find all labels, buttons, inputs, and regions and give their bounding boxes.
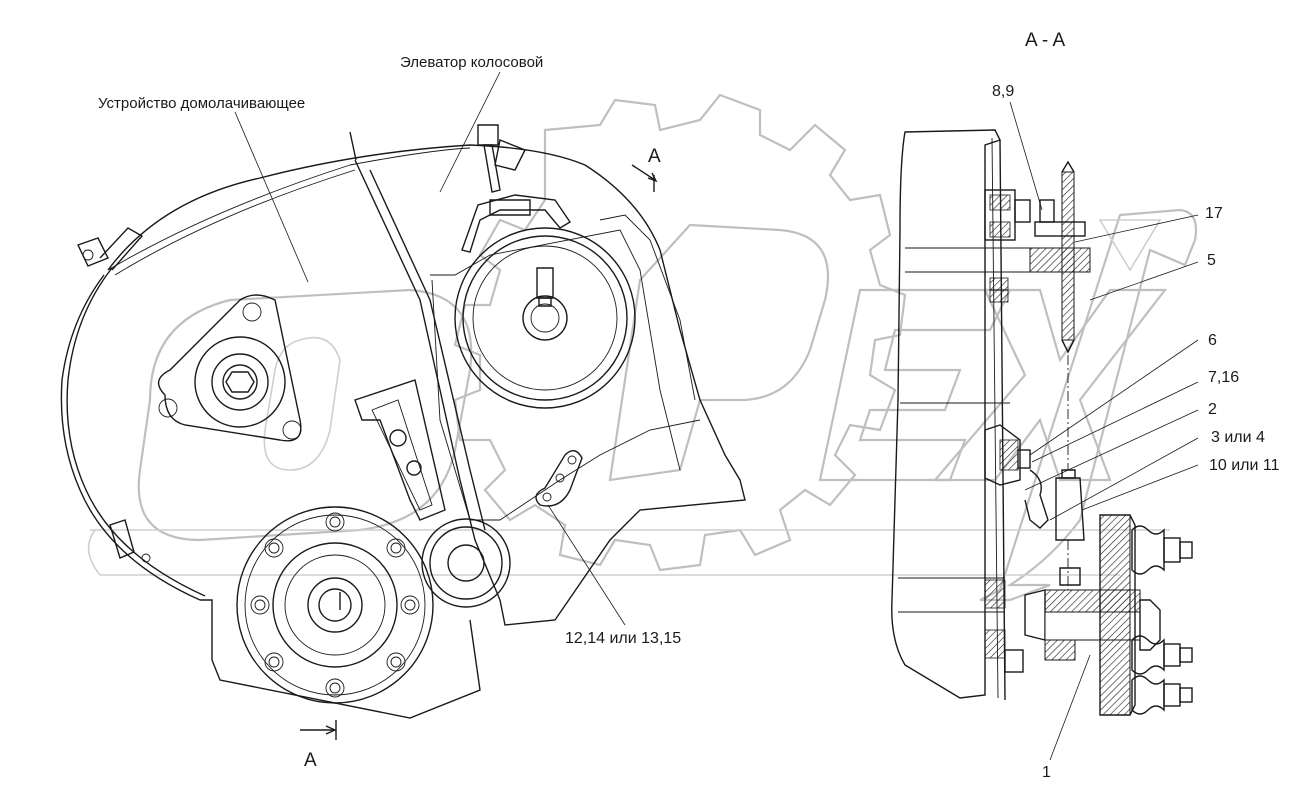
spring-assembly: [1131, 525, 1193, 715]
section-view: [891, 129, 1193, 716]
chain-link: [535, 450, 583, 507]
callout-7-16: 7,16: [1208, 369, 1239, 386]
idler-roller: [421, 518, 511, 608]
elevator-pulley: [454, 124, 636, 409]
section-title: A - A: [1025, 30, 1065, 51]
sprocket-hub: [236, 506, 434, 704]
slot-bracket: [354, 379, 446, 521]
label-elevator: Элеватор колосовой: [400, 54, 543, 71]
thresher-housing: [60, 131, 746, 719]
callout-5: 5: [1207, 252, 1216, 269]
label-thresher: Устройство домолачивающее: [98, 95, 305, 112]
leader-lines: [234, 71, 1199, 761]
triangular-flange: [157, 294, 302, 442]
watermark-logo-icon: [87, 93, 1198, 602]
callout-6: 6: [1208, 332, 1217, 349]
section-marker-bottom: [300, 720, 337, 740]
callout-17: 17: [1205, 205, 1223, 222]
callout-10-11: 10 или 11: [1209, 457, 1280, 474]
callout-8-9: 8,9: [992, 83, 1014, 100]
section-marker-top: [631, 164, 658, 192]
callout-1: 1: [1042, 764, 1051, 781]
section-mark-top: A: [648, 146, 661, 167]
callout-2: 2: [1208, 401, 1217, 418]
callout-3-4: 3 или 4: [1211, 429, 1265, 446]
callout-12-15: 12,14 или 13,15: [565, 630, 681, 647]
section-mark-bottom: A: [304, 750, 317, 771]
